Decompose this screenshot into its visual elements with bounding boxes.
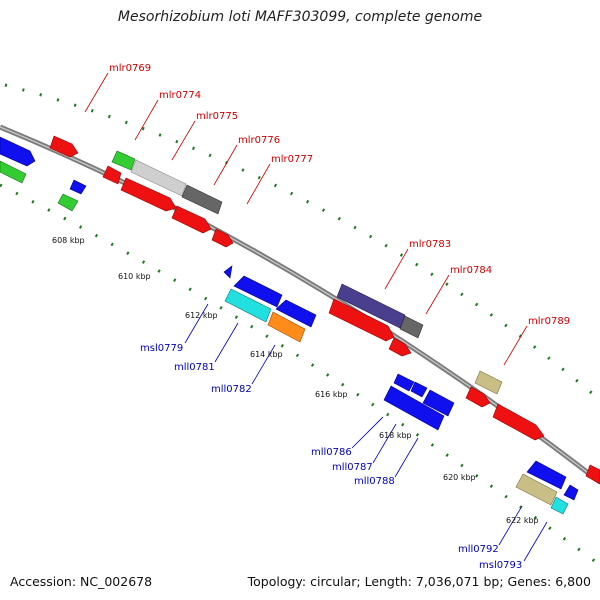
gene-red[interactable] <box>102 165 122 185</box>
gene-label-mll0788[interactable]: mll0788 <box>354 476 395 487</box>
gene-green[interactable] <box>111 150 136 171</box>
gene-slate-blue[interactable] <box>336 283 406 329</box>
genome-backbone <box>0 124 600 484</box>
gene-cyan[interactable] <box>550 496 569 515</box>
tick-label-618: 618 kbp <box>379 431 412 440</box>
gene-blue[interactable] <box>526 460 567 490</box>
gene-gray[interactable] <box>181 184 223 215</box>
gene-silver[interactable] <box>130 159 187 197</box>
forward-genes <box>49 135 600 485</box>
gene-blue[interactable] <box>275 299 317 328</box>
gene-red[interactable] <box>388 337 412 357</box>
reverse-callouts <box>184 303 548 562</box>
gene-label-mlr0777[interactable]: mlr0777 <box>271 154 313 165</box>
inner-dot-ring <box>0 183 600 567</box>
outer-dot-ring <box>4 83 600 402</box>
gene-label-mlr0784[interactable]: mlr0784 <box>450 265 492 276</box>
gene-label-mlr0776[interactable]: mlr0776 <box>238 135 280 146</box>
forward-labels: mlr0769 mlr0774 mlr0775 mlr0776 mlr0777 … <box>109 63 570 327</box>
gene-label-mll0782[interactable]: mll0782 <box>211 384 252 395</box>
gene-khaki[interactable] <box>474 370 503 395</box>
gene-blue[interactable] <box>383 385 445 431</box>
gene-label-mlr0774[interactable]: mlr0774 <box>159 90 201 101</box>
gene-red[interactable] <box>171 205 212 234</box>
gene-red[interactable] <box>585 464 600 485</box>
map-title: Mesorhizobium loti MAFF303099, complete … <box>117 9 483 25</box>
gene-blue[interactable] <box>0 136 36 167</box>
gene-label-mll0787[interactable]: mll0787 <box>332 462 373 473</box>
gene-cyan[interactable] <box>224 288 272 323</box>
tick-label-608: 608 kbp <box>52 236 85 245</box>
gene-label-mlr0775[interactable]: mlr0775 <box>196 111 238 122</box>
gene-label-mlr0769[interactable]: mlr0769 <box>109 63 151 74</box>
tick-label-614: 614 kbp <box>250 350 283 359</box>
gene-red[interactable] <box>492 403 545 441</box>
gene-label-mlr0789[interactable]: mlr0789 <box>528 316 570 327</box>
gene-orange[interactable] <box>267 311 306 343</box>
gene-blue[interactable] <box>410 381 428 398</box>
gene-red[interactable] <box>328 298 395 342</box>
gene-red[interactable] <box>465 386 491 408</box>
gene-gray[interactable] <box>399 315 424 339</box>
gene-khaki[interactable] <box>515 473 558 506</box>
gene-label-msl0779[interactable]: msl0779 <box>140 343 183 354</box>
scale-ticks: 608 kbp 610 kbp 612 kbp 614 kbp 616 kbp … <box>52 236 539 525</box>
gene-label-mlr0783[interactable]: mlr0783 <box>409 239 451 250</box>
gene-blue[interactable] <box>563 484 579 501</box>
gene-blue[interactable] <box>69 179 87 195</box>
tick-label-616: 616 kbp <box>315 390 348 399</box>
tick-label-612: 612 kbp <box>185 311 218 320</box>
gene-blue[interactable] <box>393 373 415 392</box>
gene-red[interactable] <box>211 228 234 248</box>
genome-summary-text: Topology: circular; Length: 7,036,071 bp… <box>247 574 591 589</box>
gene-red[interactable] <box>120 177 177 212</box>
gene-label-msl0793[interactable]: msl0793 <box>479 560 522 571</box>
gene-green[interactable] <box>57 193 79 212</box>
gene-label-mll0781[interactable]: mll0781 <box>174 362 215 373</box>
tick-label-622: 622 kbp <box>506 516 539 525</box>
tick-label-610: 610 kbp <box>118 272 151 281</box>
gene-blue[interactable] <box>223 265 233 279</box>
reverse-labels: msl0779 mll0781 mll0782 mll0786 mll0787 … <box>140 343 522 571</box>
tick-label-620: 620 kbp <box>443 473 476 482</box>
gene-red[interactable] <box>49 135 79 158</box>
gene-green[interactable] <box>0 160 27 184</box>
gene-label-mll0792[interactable]: mll0792 <box>458 544 499 555</box>
reverse-genes <box>0 136 579 515</box>
gene-blue[interactable] <box>422 389 455 417</box>
genome-backbone-highlight <box>0 126 600 483</box>
gene-blue[interactable] <box>233 275 283 308</box>
accession-text: Accession: NC_002678 <box>10 574 153 589</box>
forward-callouts <box>84 72 528 366</box>
gene-label-mll0786[interactable]: mll0786 <box>311 447 352 458</box>
